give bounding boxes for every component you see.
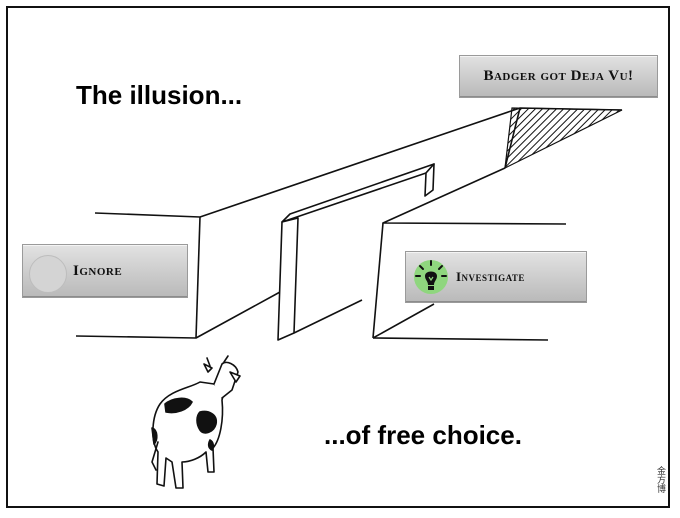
center-divider bbox=[277, 163, 435, 341]
cow-illustration bbox=[151, 355, 241, 489]
investigate-choice-label: Investigate bbox=[456, 269, 525, 284]
caption-bottom: ...of free choice. bbox=[324, 420, 522, 450]
ignore-choice-label: Ignore bbox=[73, 262, 123, 279]
hatched-shadow bbox=[504, 107, 623, 170]
lightbulb-icon bbox=[412, 258, 450, 296]
blank-circle-icon bbox=[29, 255, 67, 293]
caption-top: The illusion... bbox=[76, 80, 243, 110]
ignore-choice-button[interactable]: Ignore bbox=[22, 244, 188, 298]
right-wall bbox=[372, 167, 567, 341]
investigate-choice-button[interactable]: Investigate bbox=[405, 251, 587, 303]
achievement-badge-label: Badger got Deja Vu! bbox=[483, 68, 634, 84]
artist-signature: 金方博 bbox=[657, 467, 667, 495]
achievement-badge: Badger got Deja Vu! bbox=[459, 55, 658, 98]
